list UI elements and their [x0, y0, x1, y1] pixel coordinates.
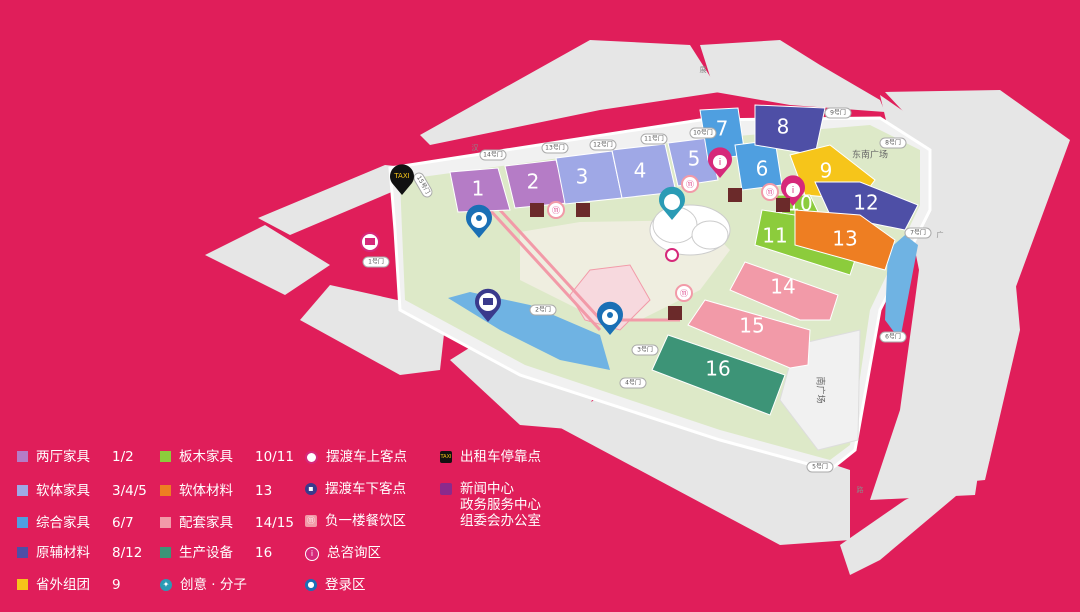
registration-marker[interactable] [597, 301, 623, 335]
hall-label: 13 [832, 227, 857, 251]
gate-12[interactable]: 12号门 [589, 139, 617, 151]
dining-marker[interactable]: ⑪ [761, 183, 779, 201]
road-label: 展 [700, 66, 707, 74]
hall-16[interactable]: 16 [651, 334, 786, 416]
hall-12[interactable]: 12 [814, 181, 919, 231]
hall-label: 4 [634, 159, 647, 183]
hall-15[interactable]: 15 [687, 299, 811, 369]
hall-label: 11 [762, 224, 787, 248]
svg-text:5号门: 5号门 [812, 463, 828, 471]
stairs-marker [530, 188, 790, 320]
hall-label: 2 [527, 170, 540, 194]
hall-3[interactable]: 3 [555, 150, 623, 205]
hall-label: 1 [472, 177, 485, 201]
shuttle-dropoff-marker[interactable] [475, 288, 502, 322]
road-label: 广 [937, 230, 944, 239]
hall-13[interactable]: 13 [794, 209, 896, 271]
svg-text:2号门: 2号门 [535, 306, 551, 314]
registration-marker[interactable] [465, 204, 492, 238]
svg-text:1号门: 1号门 [368, 258, 384, 266]
gate-7[interactable]: 7号门 [904, 227, 932, 239]
gate-6[interactable]: 6号门 [879, 331, 907, 343]
map-markers: TAXI ⑪ ⑪ ⑪ ⑪ [360, 147, 805, 335]
svg-text:8号门: 8号门 [885, 139, 901, 147]
hall-label: 3 [576, 165, 589, 189]
gate-4[interactable]: 4号门 [619, 377, 647, 389]
taxi-label: TAXI [393, 172, 409, 180]
svg-text:i: i [719, 158, 722, 168]
svg-text:6号门: 6号门 [885, 333, 901, 341]
svg-text:9号门: 9号门 [830, 109, 846, 117]
exhibition-halls: 1 2 3 4 5 7 6 8 [449, 104, 919, 416]
hall-label: 15 [739, 314, 764, 338]
svg-text:⑪: ⑪ [766, 188, 774, 197]
hall-14[interactable]: 14 [729, 261, 839, 321]
gate-14[interactable]: 14号门 [479, 149, 507, 161]
svg-text:13号门: 13号门 [545, 144, 565, 152]
gate-8[interactable]: 8号门 [879, 137, 907, 149]
svg-text:7号门: 7号门 [910, 229, 926, 237]
gate-3[interactable]: 3号门 [631, 344, 659, 356]
creative-marker[interactable] [659, 186, 685, 220]
svg-text:3号门: 3号门 [637, 346, 653, 354]
hall-label: 12 [853, 191, 878, 215]
hall-label: 16 [705, 357, 730, 381]
hall-label: 14 [770, 275, 795, 299]
svg-text:i: i [792, 186, 795, 196]
gate-9[interactable]: 9号门 [824, 107, 852, 119]
taxi-marker[interactable]: TAXI [389, 164, 414, 195]
svg-text:⑪: ⑪ [552, 206, 560, 215]
shuttle-pickup-marker[interactable] [360, 232, 380, 252]
road-label: 路 [857, 485, 864, 494]
hall-1[interactable]: 1 [449, 167, 511, 213]
svg-text:14号门: 14号门 [483, 151, 503, 159]
gate-13[interactable]: 13号门 [541, 142, 569, 154]
plaza-south-label: 南广场 [815, 376, 827, 403]
dining-marker[interactable]: ⑪ [675, 284, 693, 302]
dining-marker[interactable]: ⑪ [547, 201, 565, 219]
hall-label: 8 [777, 115, 790, 139]
gate-2[interactable]: 2号门 [529, 304, 557, 316]
gate-1[interactable]: 1号门 [362, 256, 390, 268]
hall-8[interactable]: 8 [754, 104, 826, 156]
road-label: 汉 [472, 144, 479, 152]
svg-text:11号门: 11号门 [644, 135, 664, 143]
dome-building [649, 204, 731, 262]
hall-5[interactable]: 5 [667, 137, 719, 187]
hall-label: 6 [756, 157, 769, 181]
dining-marker[interactable]: ⑪ [681, 175, 699, 193]
hall-label: 9 [820, 159, 833, 183]
gate-10[interactable]: 10号门 [689, 127, 717, 139]
info-marker[interactable]: i [708, 147, 732, 178]
plaza-east-label: 东南广场 [852, 149, 888, 161]
hall-label: 7 [716, 117, 729, 141]
hall-label: 5 [688, 147, 701, 171]
svg-text:⑪: ⑪ [686, 180, 694, 189]
hall-4[interactable]: 4 [611, 143, 677, 199]
svg-text:⑪: ⑪ [680, 289, 688, 298]
svg-text:4号门: 4号门 [625, 379, 641, 387]
gate-5[interactable]: 5号门 [806, 461, 834, 473]
gate-11[interactable]: 11号门 [640, 133, 668, 145]
gates: 1号门 2号门 3号门 4号门 5号门 6号门 7号门 8号门 9号门 10号门… [362, 107, 932, 473]
svg-text:12号门: 12号门 [593, 141, 613, 149]
svg-text:10号门: 10号门 [693, 129, 713, 137]
